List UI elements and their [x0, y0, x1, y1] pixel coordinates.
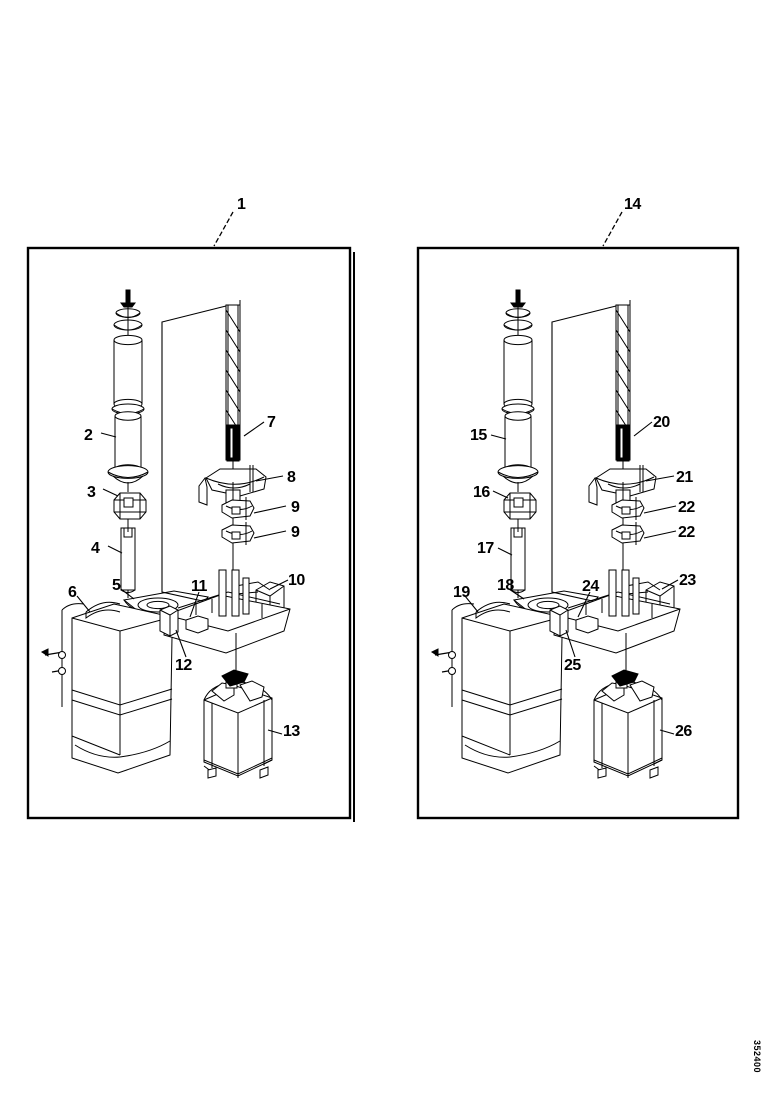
- right-panel-frame: [416, 246, 740, 820]
- part-19-reservoir: [431, 601, 563, 774]
- callout-left-4: 4: [91, 540, 100, 557]
- part-3-mount: [113, 492, 147, 530]
- part-13-pump-motor: [203, 669, 273, 779]
- callout-right-17: 17: [477, 540, 494, 557]
- callout-right-22a: 22: [678, 499, 695, 516]
- part-11-12-manifold: [159, 569, 291, 672]
- leader-line-14: [602, 211, 623, 247]
- part-4-lower-cylinder: [120, 522, 136, 598]
- callout-right-15: 15: [470, 427, 487, 444]
- part-20-auger: [551, 300, 631, 603]
- callout-right-14: 14: [624, 196, 641, 213]
- callout-right-24: 24: [582, 578, 599, 595]
- callout-left-7: 7: [267, 414, 276, 431]
- part-6-reservoir: [41, 601, 173, 774]
- callout-left-13: 13: [283, 723, 300, 740]
- part-15-cylinder: [497, 289, 539, 492]
- callout-right-22b: 22: [678, 524, 695, 541]
- callout-left-12: 12: [175, 657, 192, 674]
- part-7-auger: [161, 300, 241, 603]
- part-16-mount: [503, 492, 537, 530]
- leader-line-1: [213, 211, 234, 247]
- callout-left-1: 1: [237, 196, 246, 213]
- callout-right-23: 23: [679, 572, 696, 589]
- part-22-clamp-lower: [611, 522, 645, 545]
- callout-right-18: 18: [497, 577, 514, 594]
- callout-right-21: 21: [676, 469, 693, 486]
- left-panel-frame: [26, 246, 355, 822]
- callout-left-6: 6: [68, 584, 77, 601]
- right-assembly-artwork: [431, 289, 681, 779]
- figure-code: 352400: [752, 1040, 762, 1074]
- part-9-clamp-lower: [221, 522, 255, 545]
- part-22-clamp-upper: [611, 497, 645, 520]
- callout-right-16: 16: [473, 484, 490, 501]
- callout-left-11: 11: [191, 578, 207, 595]
- callout-left-3: 3: [87, 484, 96, 501]
- callout-left-9b: 9: [291, 524, 300, 541]
- part-9-clamp-upper: [221, 497, 255, 520]
- callout-right-20: 20: [653, 414, 670, 431]
- part-26-pump-motor: [593, 669, 663, 779]
- callout-right-19: 19: [453, 584, 470, 601]
- left-assembly-artwork: [41, 289, 291, 779]
- callout-right-26: 26: [675, 723, 692, 740]
- part-21-clamp: [588, 465, 657, 600]
- callout-left-2: 2: [84, 427, 93, 444]
- callout-left-9a: 9: [291, 499, 300, 516]
- callout-left-5: 5: [112, 577, 121, 594]
- part-2-cylinder: [107, 289, 149, 492]
- callout-right-25: 25: [564, 657, 581, 674]
- callout-left-8: 8: [287, 469, 296, 486]
- callout-leader-lines: [76, 421, 679, 735]
- callout-left-10: 10: [288, 572, 305, 589]
- part-17-lower-cylinder: [510, 522, 526, 598]
